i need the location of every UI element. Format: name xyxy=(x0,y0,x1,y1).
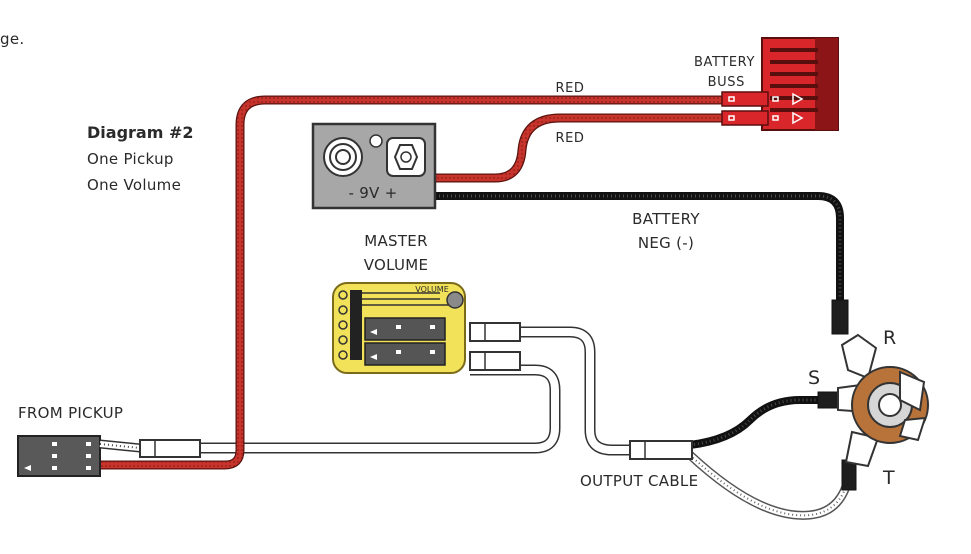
pickup-connector xyxy=(17,435,201,477)
edge-text: ge. xyxy=(0,30,24,48)
output-plug xyxy=(629,440,693,460)
pot-label: VOLUME xyxy=(415,285,449,294)
diagram-title: Diagram #2 xyxy=(87,123,193,142)
red-wire-label-top: RED xyxy=(555,81,584,96)
battery-buss xyxy=(721,37,839,131)
diagram-subtitle-pickup: One Pickup xyxy=(87,150,174,168)
output-white-wire xyxy=(470,326,640,456)
pickup-white-wire xyxy=(200,364,561,454)
jack-r-label: R xyxy=(883,327,896,349)
black-output-wire xyxy=(689,396,820,449)
red-wire-battery xyxy=(435,113,735,183)
jack-lug-r xyxy=(831,299,878,380)
battery-voltage-label: - 9V + xyxy=(348,184,397,202)
output-cable-label: OUTPUT CABLE xyxy=(580,472,698,490)
pot-plug-bottom xyxy=(469,351,521,371)
jack-lug-t xyxy=(841,430,880,491)
battery-buss-label-line2: BUSS xyxy=(708,75,745,90)
battery-neg-label-line2: NEG (-) xyxy=(638,234,694,252)
pot-plug-top xyxy=(469,322,521,342)
jack-t-label: T xyxy=(882,467,895,489)
from-pickup-label: FROM PICKUP xyxy=(18,404,123,422)
output-jack xyxy=(817,299,929,491)
red-wire-main xyxy=(100,95,735,470)
battery-neg-label-line1: BATTERY xyxy=(632,210,700,228)
volume-pot: VOLUME xyxy=(332,282,466,374)
red-wire-label-bottom: RED xyxy=(555,131,584,146)
battery-9v: - 9V + xyxy=(311,122,437,210)
jack-s-label: S xyxy=(808,367,820,389)
master-volume-label-line1: MASTER xyxy=(364,232,428,250)
black-neg-wire xyxy=(435,192,844,300)
white-output-wire xyxy=(686,451,853,520)
diagram-subtitle-volume: One Volume xyxy=(87,176,181,194)
master-volume-label-line2: VOLUME xyxy=(364,256,429,274)
battery-buss-label-line1: BATTERY xyxy=(694,55,755,70)
